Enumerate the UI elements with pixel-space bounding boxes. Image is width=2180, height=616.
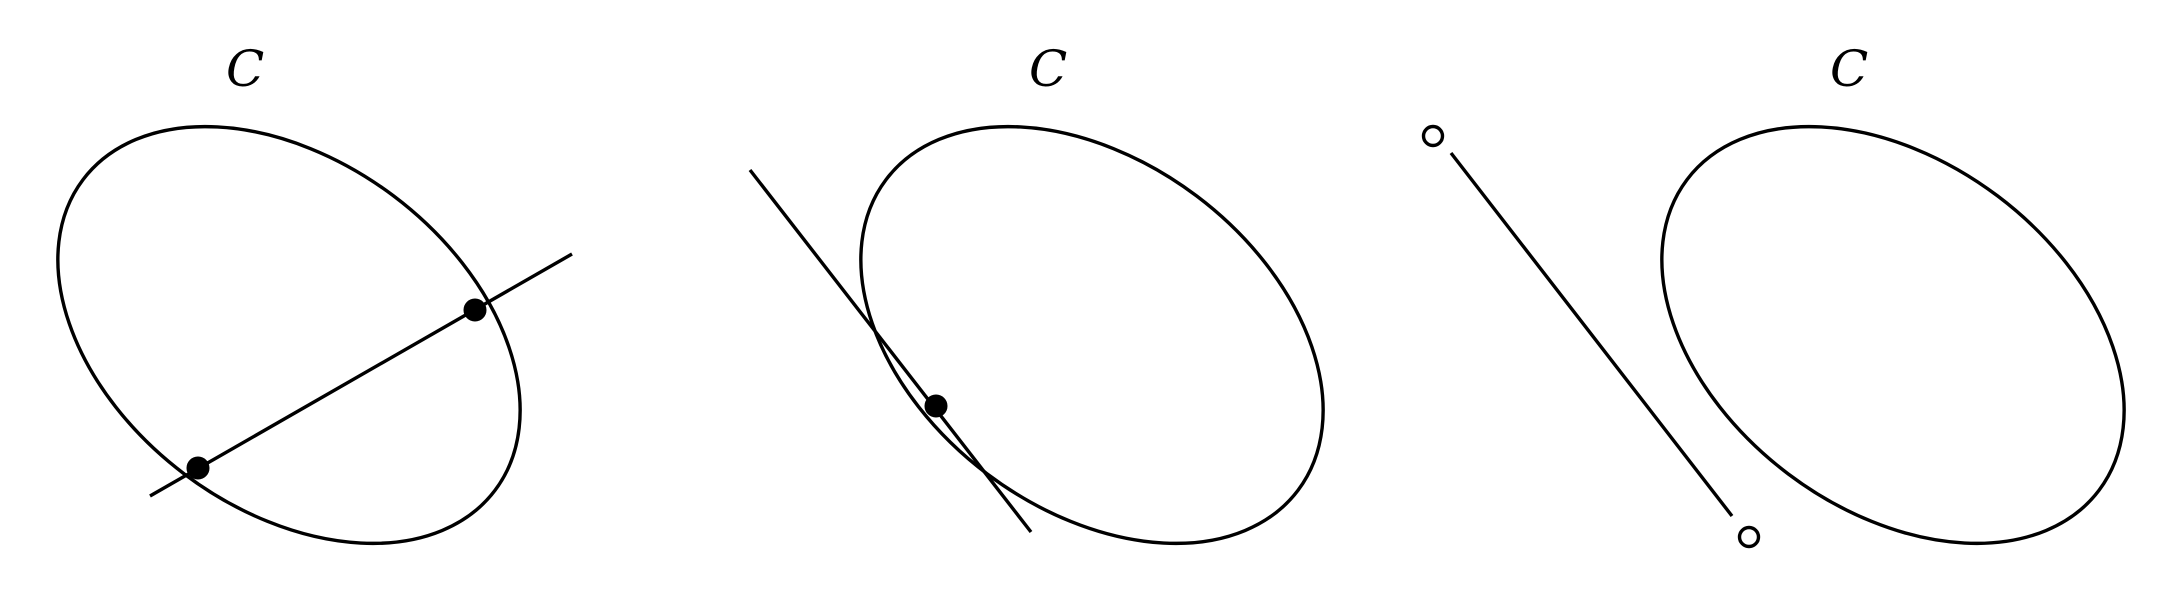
curve-label: C <box>1029 40 1067 98</box>
tangent-point <box>924 394 948 418</box>
intersection-point <box>186 456 210 480</box>
curve-label: C <box>226 40 264 98</box>
tangent-line <box>748 168 1033 534</box>
open-endpoint <box>1421 124 1445 148</box>
panel-secant: C <box>56 40 573 546</box>
secant-line <box>149 252 573 498</box>
intersection-point <box>463 298 487 322</box>
curve-label: C <box>1830 40 1868 98</box>
panel-tangent: C <box>748 40 1325 546</box>
ellipse-curve <box>56 124 522 546</box>
ellipse-curve <box>1660 124 2126 546</box>
open-endpoint <box>1737 525 1761 549</box>
disjoint-line <box>1449 151 1734 518</box>
panel-disjoint: C <box>1421 40 2126 549</box>
